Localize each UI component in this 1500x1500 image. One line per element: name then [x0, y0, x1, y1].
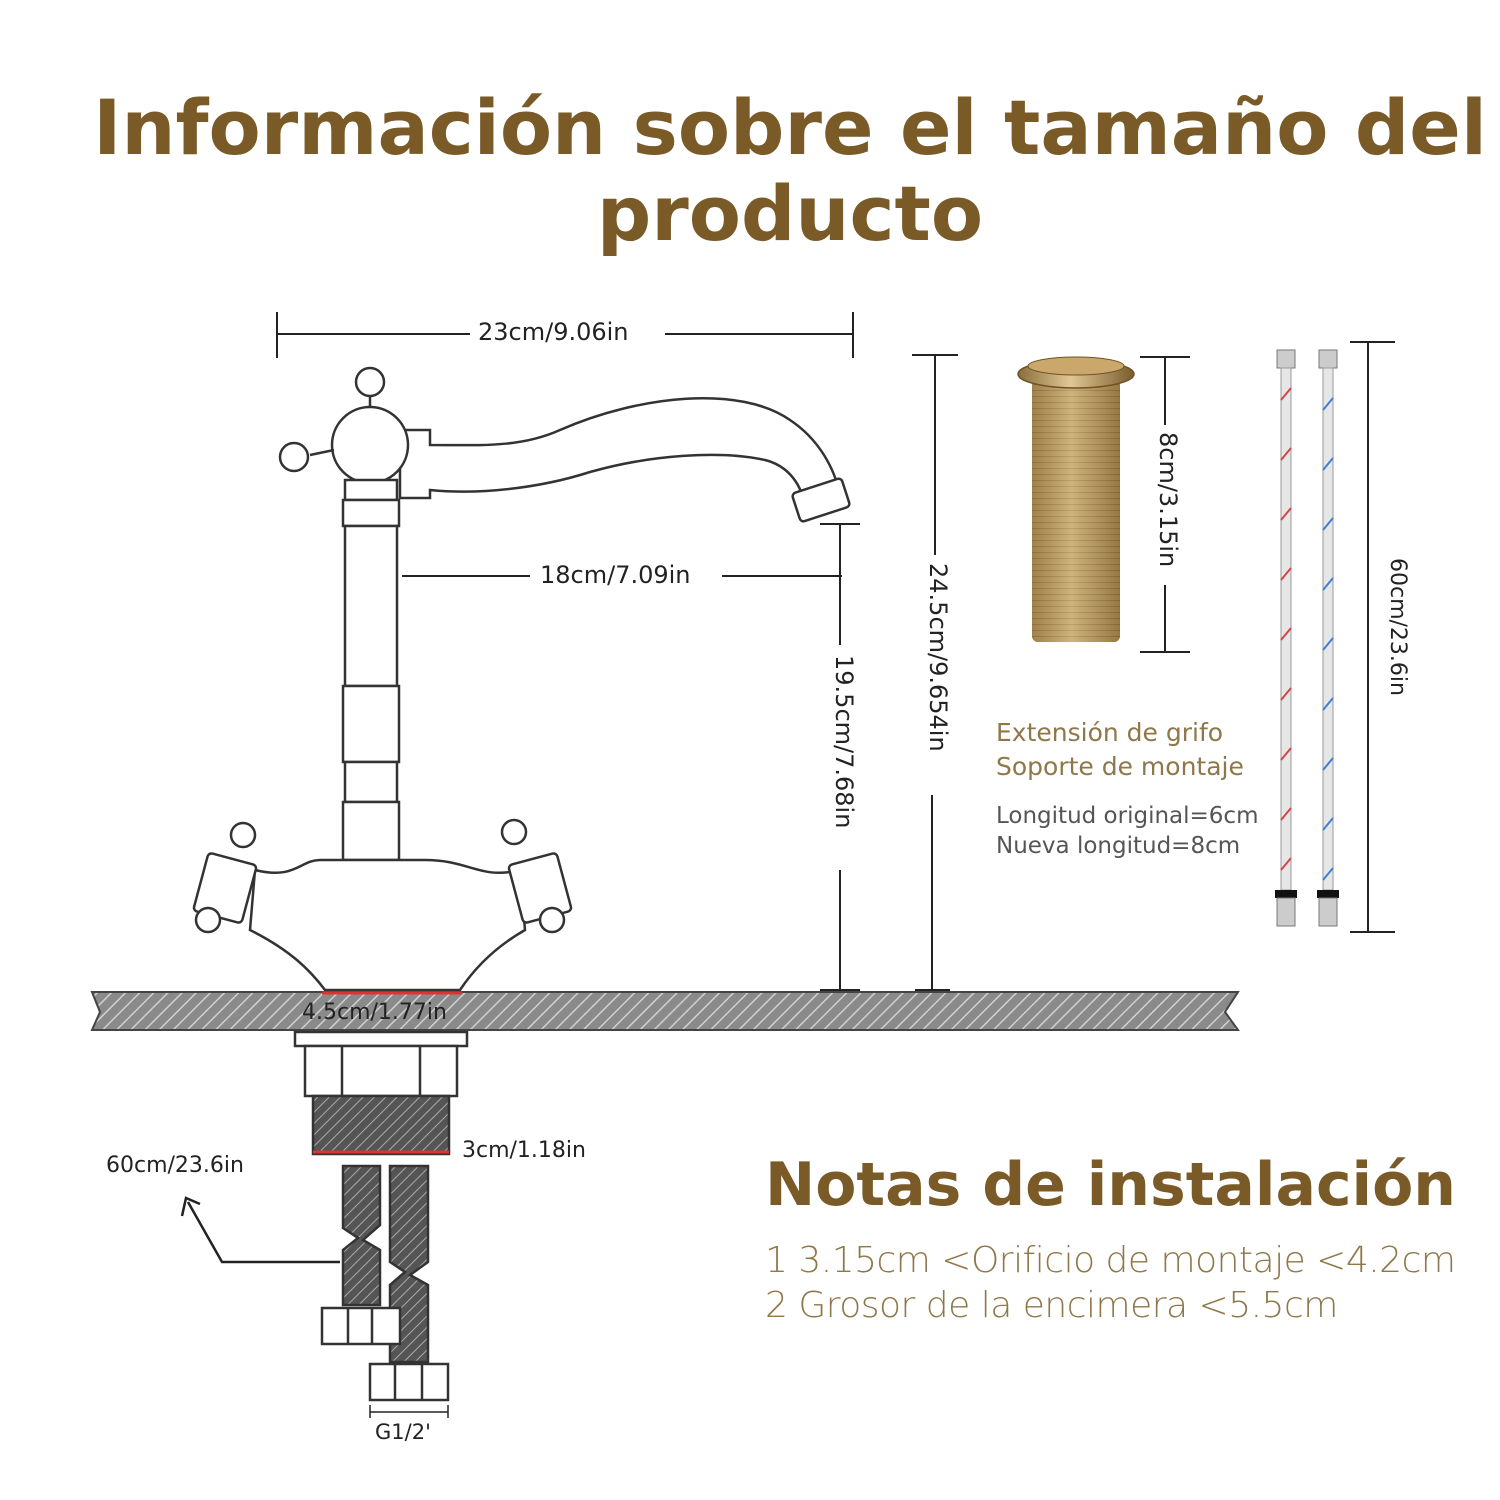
mounting-hardware [293, 1030, 469, 1402]
extension-name: Extensión de grifo [996, 718, 1224, 747]
note-item-2: 2 Grosor de la encimera <5.5cm [765, 1285, 1338, 1326]
dimension-line-reach [402, 523, 860, 991]
hose-pointer-arrow [180, 1196, 340, 1264]
label-total-height: 24.5cm/9.654in [924, 563, 952, 752]
page-title-line2: producto [596, 169, 984, 258]
extension-new-length: Nueva longitud=8cm [996, 833, 1241, 859]
dimension-line-total-height [912, 354, 958, 991]
label-reach: 18cm/7.09in [540, 561, 691, 589]
braided-hoses-image [1275, 349, 1339, 927]
extension-subtitle: Soporte de montaje [996, 752, 1244, 781]
label-connector: G1/2' [375, 1420, 431, 1444]
note-item-1: 1 3.15cm <Orificio de montaje <4.2cm [765, 1240, 1456, 1281]
faucet-outline [192, 366, 851, 992]
label-thread-length: 3cm/1.18in [462, 1138, 586, 1163]
label-spout-height: 19.5cm/7.68in [830, 655, 858, 829]
label-hose-length-right: 60cm/23.6in [1385, 558, 1410, 696]
dimension-line-extension [1140, 356, 1190, 653]
page-title-line1: Información sobre el tamaño del [93, 83, 1487, 172]
notes-title: Notas de instalación [765, 1150, 1457, 1220]
extension-original-length: Longitud original=6cm [996, 803, 1259, 829]
countertop [90, 991, 1240, 1031]
label-hose-length: 60cm/23.6in [106, 1153, 244, 1178]
dimension-line-hoses [1350, 341, 1395, 933]
extension-tube-image [1017, 356, 1135, 642]
label-extension-length: 8cm/3.15in [1154, 432, 1182, 568]
connector-bracket [369, 1405, 449, 1418]
label-spout-width: 23cm/9.06in [478, 318, 629, 346]
dimension-line-width [276, 312, 854, 358]
label-base-diameter: 4.5cm/1.77in [302, 1000, 447, 1025]
